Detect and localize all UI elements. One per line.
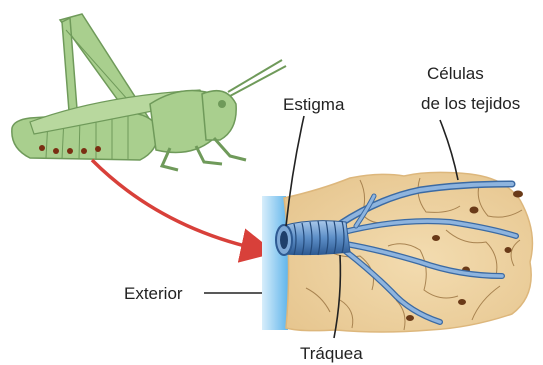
grasshopper-antenna <box>228 60 282 92</box>
label-exterior: Exterior <box>124 284 183 303</box>
zoom-arrow <box>92 160 262 250</box>
label-trachea: Tráquea <box>300 344 363 363</box>
grasshopper-eye <box>218 100 226 108</box>
label-cells-line2: de los tejidos <box>421 94 520 113</box>
grasshopper-illustration <box>12 14 286 170</box>
label-cells-line1: Células <box>427 64 484 83</box>
label-spiracle: Estigma <box>283 95 345 114</box>
grasshopper-antenna <box>230 66 286 96</box>
grasshopper-leg <box>196 146 222 164</box>
grasshopper-leg <box>214 138 246 160</box>
grasshopper-head <box>202 91 236 140</box>
spiracle-hole <box>280 231 288 249</box>
leader-cells <box>440 120 458 180</box>
